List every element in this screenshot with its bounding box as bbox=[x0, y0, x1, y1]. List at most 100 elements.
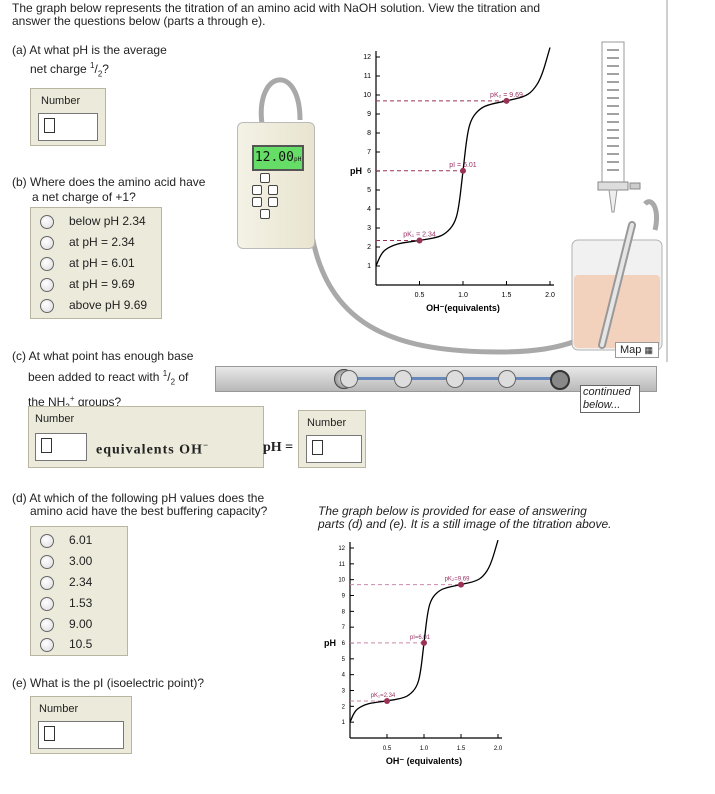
frame-divider bbox=[666, 0, 668, 362]
radio-icon[interactable] bbox=[40, 257, 54, 271]
data-point bbox=[421, 639, 427, 646]
option-d-1[interactable]: 6.01 bbox=[31, 531, 127, 551]
y-tick-label: 3 bbox=[367, 225, 371, 232]
meter-key-top[interactable] bbox=[260, 173, 270, 183]
y-axis-label: pH bbox=[324, 638, 336, 648]
text-cursor-icon bbox=[312, 440, 323, 455]
x-tick-label: 1.0 bbox=[420, 746, 429, 752]
question-a-line-1: (a) At what pH is the average bbox=[12, 43, 167, 57]
map-button[interactable]: Map ▦ bbox=[615, 342, 659, 358]
burette-graduations bbox=[607, 49, 619, 171]
radio-icon[interactable] bbox=[40, 278, 54, 292]
y-tick-label: 5 bbox=[367, 187, 371, 194]
annotation-label: pK₂=9.69 bbox=[445, 577, 471, 583]
option-d-2[interactable]: 3.00 bbox=[31, 552, 127, 572]
ph-reading: 12.00 bbox=[254, 150, 294, 165]
beaker-solution bbox=[574, 275, 660, 348]
radio-icon[interactable] bbox=[40, 534, 54, 548]
slider-stop[interactable] bbox=[498, 370, 516, 388]
radio-icon[interactable] bbox=[40, 618, 54, 632]
answer-c1-input[interactable] bbox=[35, 433, 87, 461]
burette-stopcock[interactable] bbox=[597, 181, 629, 191]
option-b-5[interactable]: above pH 9.69 bbox=[31, 296, 161, 316]
y-axis-label: pH bbox=[350, 166, 362, 176]
question-a-end: ? bbox=[102, 62, 109, 76]
unit-superscript: − bbox=[202, 440, 210, 450]
y-tick-label: 1 bbox=[367, 263, 371, 270]
annotation-label: pK₂ = 9.69 bbox=[490, 92, 523, 99]
option-b-3-label: at pH = 6.01 bbox=[69, 256, 135, 270]
caption-line-2: parts (d) and (e). It is a still image o… bbox=[318, 517, 612, 531]
question-c-line-2-end: of bbox=[175, 370, 189, 384]
y-tick-label: 8 bbox=[342, 609, 346, 615]
x-tick-label: 0.5 bbox=[415, 292, 425, 299]
x-tick-label: 1.0 bbox=[458, 292, 468, 299]
radio-icon[interactable] bbox=[40, 236, 54, 250]
intro-text: The graph below represents the titration… bbox=[12, 2, 612, 28]
x-tick-label: 2.0 bbox=[494, 746, 503, 752]
radio-icon[interactable] bbox=[40, 299, 54, 313]
annotation-label: pK₁ = 2.34 bbox=[403, 232, 436, 239]
meter-key[interactable] bbox=[268, 197, 278, 207]
question-d-line-2: amino acid have the best buffering capac… bbox=[30, 504, 268, 518]
answer-e-input[interactable] bbox=[38, 721, 124, 749]
question-c-line-2: been added to react with bbox=[28, 370, 163, 384]
meter-key[interactable] bbox=[252, 185, 262, 195]
text-cursor-icon bbox=[44, 726, 55, 741]
fraction-numerator: 1 bbox=[90, 61, 95, 70]
option-b-3[interactable]: at pH = 6.01 bbox=[31, 254, 161, 274]
x-tick-label: 1.5 bbox=[502, 292, 512, 299]
continued-line-2: below... bbox=[583, 399, 621, 411]
y-tick-label: 7 bbox=[342, 625, 346, 631]
y-tick-label: 9 bbox=[367, 111, 371, 118]
option-b-2[interactable]: at pH = 2.34 bbox=[31, 233, 161, 253]
y-tick-label: 10 bbox=[338, 578, 345, 584]
option-d-3[interactable]: 2.34 bbox=[31, 573, 127, 593]
answer-a-input[interactable] bbox=[38, 113, 98, 141]
answer-c1-label: Number bbox=[35, 413, 75, 425]
slider-stop[interactable] bbox=[394, 370, 412, 388]
meter-key-bottom[interactable] bbox=[260, 209, 270, 219]
burette-tip bbox=[608, 189, 618, 213]
y-tick-label: 5 bbox=[342, 657, 346, 663]
meter-key[interactable] bbox=[252, 197, 262, 207]
y-tick-label: 12 bbox=[338, 546, 345, 552]
slider-stop[interactable] bbox=[340, 370, 358, 388]
stopcock-handle[interactable] bbox=[629, 182, 641, 190]
y-tick-label: 10 bbox=[363, 92, 371, 99]
y-tick-label: 4 bbox=[342, 673, 346, 679]
slider-stop[interactable] bbox=[446, 370, 464, 388]
answer-a-box: Number bbox=[30, 88, 106, 146]
question-c-line-3: the NH bbox=[28, 395, 66, 410]
titration-curve bbox=[349, 539, 499, 723]
answer-a-label: Number bbox=[41, 95, 81, 107]
x-tick-label: 2.0 bbox=[545, 292, 555, 299]
annotation-label: pI=6.01 bbox=[410, 635, 431, 641]
radio-icon[interactable] bbox=[40, 215, 54, 229]
option-d-4[interactable]: 1.53 bbox=[31, 594, 127, 614]
question-a-line-2: net charge bbox=[30, 62, 91, 76]
answer-c2-input[interactable] bbox=[306, 435, 362, 463]
map-icon: ▦ bbox=[644, 345, 653, 355]
option-b-1[interactable]: below pH 2.34 bbox=[31, 212, 161, 232]
option-d-5[interactable]: 9.00 bbox=[31, 615, 127, 635]
radio-icon[interactable] bbox=[40, 597, 54, 611]
question-c: (c) At what point has enough base been a… bbox=[12, 348, 193, 416]
option-d-6[interactable]: 10.5 bbox=[31, 635, 127, 655]
option-b-4[interactable]: at pH = 9.69 bbox=[31, 275, 161, 295]
slider-thumb[interactable] bbox=[550, 370, 570, 390]
x-tick-label: 0.5 bbox=[383, 746, 392, 752]
radio-icon[interactable] bbox=[40, 576, 54, 590]
radio-icon[interactable] bbox=[40, 555, 54, 569]
question-d: (d) At which of the following pH values … bbox=[12, 492, 267, 518]
text-cursor-icon bbox=[44, 118, 55, 133]
radio-icon[interactable] bbox=[40, 638, 54, 652]
option-d-2-label: 3.00 bbox=[69, 554, 93, 568]
question-d-line-1: (d) At which of the following pH values … bbox=[12, 491, 265, 505]
y-tick-label: 2 bbox=[342, 704, 346, 710]
y-tick-label: 6 bbox=[367, 168, 371, 175]
meter-key[interactable] bbox=[268, 185, 278, 195]
y-tick-label: 11 bbox=[364, 73, 371, 80]
